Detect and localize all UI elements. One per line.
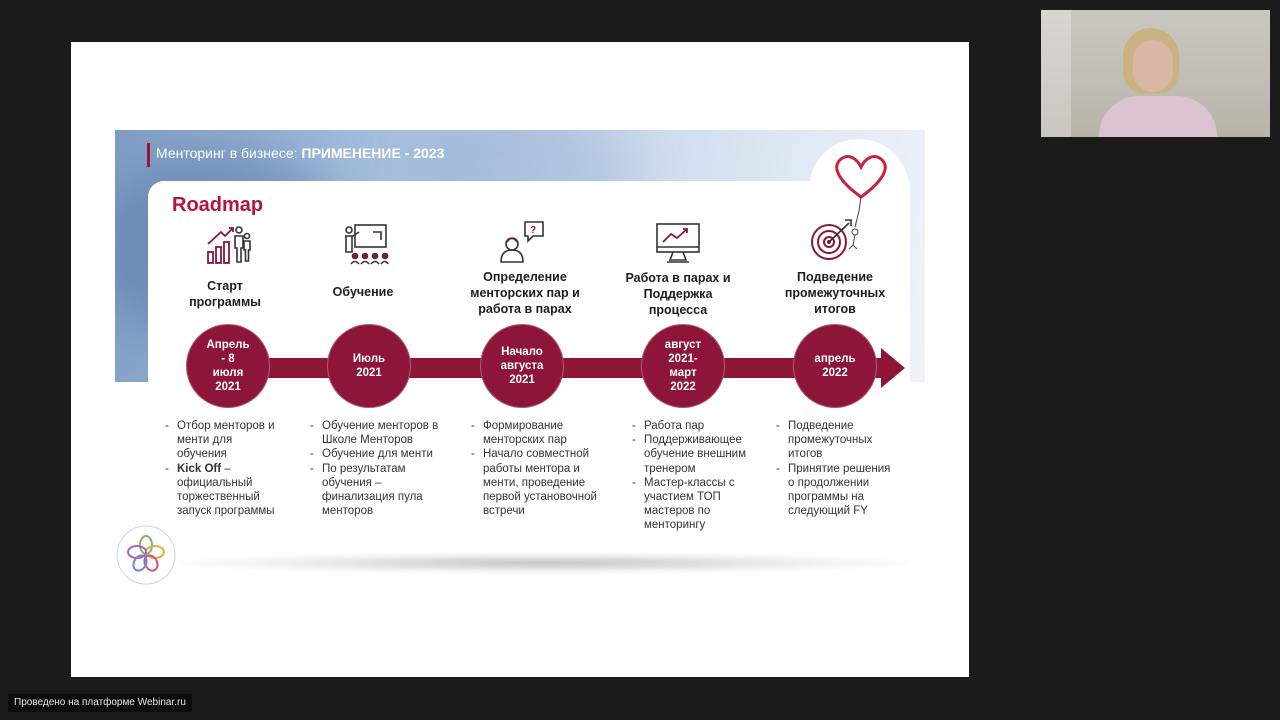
stage-title-4: Работа в парах и Поддержка процесса: [625, 271, 731, 317]
slide-shadow-bar: [179, 552, 909, 574]
monitor-chart-icon: [656, 223, 700, 263]
date-node-3: Начало августа 2021: [480, 324, 564, 408]
header-accent-bar: [147, 143, 150, 167]
person-question-icon: ?: [500, 221, 544, 263]
list-item: Подведение промежуточных итогов: [776, 419, 892, 462]
stage-title-1: Старт программы: [189, 279, 261, 309]
list-item: Поддерживающее обучение внешним тренером: [632, 433, 754, 476]
list-item: Начало совместной работы ментора и менти…: [471, 447, 597, 518]
stage-title-3: Определение менторских пар и работа в па…: [470, 270, 580, 316]
target-icon: [811, 219, 852, 260]
date-node-5: апрель 2022: [793, 324, 877, 408]
list-item: Принятие решения о продолжении программы…: [776, 462, 892, 519]
center-logo-icon: [116, 525, 176, 585]
date-node-4: август 2021- март 2022: [641, 324, 725, 408]
list-item: Обучение для менти: [310, 447, 440, 461]
stage-bullets-3: Формирование менторских пар Начало совме…: [471, 419, 597, 518]
list-item: По результатам обучения – финализация пу…: [310, 462, 440, 519]
list-item: Обучение менторов в Школе Менторов: [310, 419, 440, 447]
date-node-1: Апрель - 8 июля 2021: [186, 324, 270, 408]
stage-bullets-4: Работа пар Поддерживающее обучение внешн…: [632, 419, 754, 533]
presentation-slide: Менторинг в бизнесе: ПРИМЕНЕНИЕ - 2023 R…: [71, 42, 969, 677]
growth-people-icon: [207, 226, 251, 264]
presenter-figure: [1099, 96, 1217, 137]
svg-text:?: ?: [530, 225, 536, 236]
kick-off-rest: – официальный торжественный запуск прогр…: [177, 462, 275, 518]
teacher-board-icon: [345, 224, 389, 265]
list-item: Kick Off – официальный торжественный зап…: [165, 462, 277, 519]
slide-header-title: Менторинг в бизнесе: ПРИМЕНЕНИЕ - 2023: [156, 145, 445, 161]
stage-bullets-5: Подведение промежуточных итогов Принятие…: [776, 419, 892, 518]
list-item: Мастер-классы с участием ТОП мастеров по…: [632, 476, 754, 533]
webcam-video: [1041, 10, 1270, 137]
stage-bullets-2: Обучение менторов в Школе Менторов Обуче…: [310, 419, 440, 518]
heart-balloon-icon: [835, 155, 887, 250]
stage-bullets-1: Отбор менторов и менти для обучения Kick…: [165, 419, 277, 518]
timeline-arrow-head: [881, 348, 905, 388]
kick-off-bold: Kick Off: [177, 462, 222, 475]
platform-badge: Проведено на платформе Webinar.ru: [8, 694, 192, 712]
list-item: Формирование менторских пар: [471, 419, 597, 447]
list-item: Отбор менторов и менти для обучения: [165, 419, 277, 462]
roadmap-title: Roadmap: [172, 194, 264, 216]
list-item: Работа пар: [632, 419, 754, 433]
stage-title-2: Обучение: [332, 285, 394, 299]
date-node-2: Июль 2021: [327, 324, 411, 408]
stage-title-5: Подведение промежуточных итогов: [784, 270, 886, 316]
